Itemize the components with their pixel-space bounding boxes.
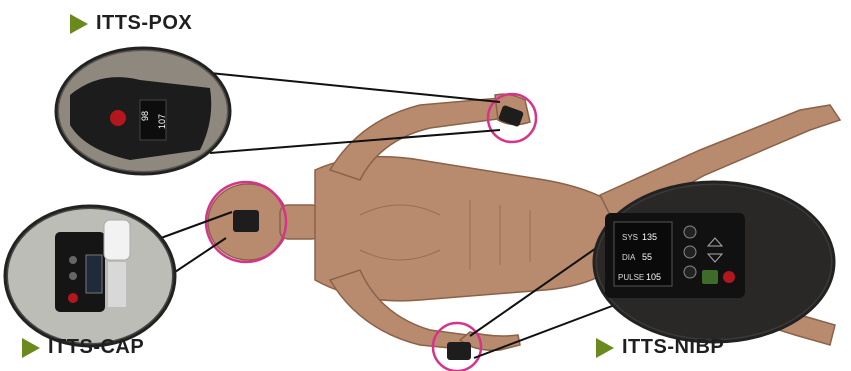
triangle-bullet-icon	[70, 14, 88, 34]
nibp-dia-value: 55	[642, 252, 652, 262]
nibp-sys-label: SYS	[622, 233, 638, 242]
cap-inset	[5, 206, 175, 346]
cap-device-on-head	[233, 210, 259, 232]
label-text: ITTS-CAP	[48, 336, 144, 359]
nibp-sys-value: 135	[642, 232, 657, 242]
label-itts-nibp: ITTS-NIBP	[596, 336, 724, 359]
label-itts-cap: ITTS-CAP	[22, 336, 144, 359]
nibp-pulse-label: PULSE	[618, 273, 644, 282]
label-itts-pox: ITTS-POX	[70, 12, 192, 35]
nibp-dia-label: DIA	[622, 253, 636, 262]
label-text: ITTS-POX	[96, 12, 192, 35]
triangle-bullet-icon	[596, 338, 614, 358]
pox-pulse-value: 107	[157, 114, 167, 129]
nibp-pulse-value: 105	[646, 272, 661, 282]
pox-inset: 98 107	[56, 48, 230, 174]
nibp-device-on-wrist	[447, 342, 471, 360]
triangle-bullet-icon	[22, 338, 40, 358]
nibp-inset: SYS 135 DIA 55 PULSE 105	[594, 182, 834, 342]
label-text: ITTS-NIBP	[622, 336, 724, 359]
pox-spo2-value: 98	[140, 111, 150, 121]
